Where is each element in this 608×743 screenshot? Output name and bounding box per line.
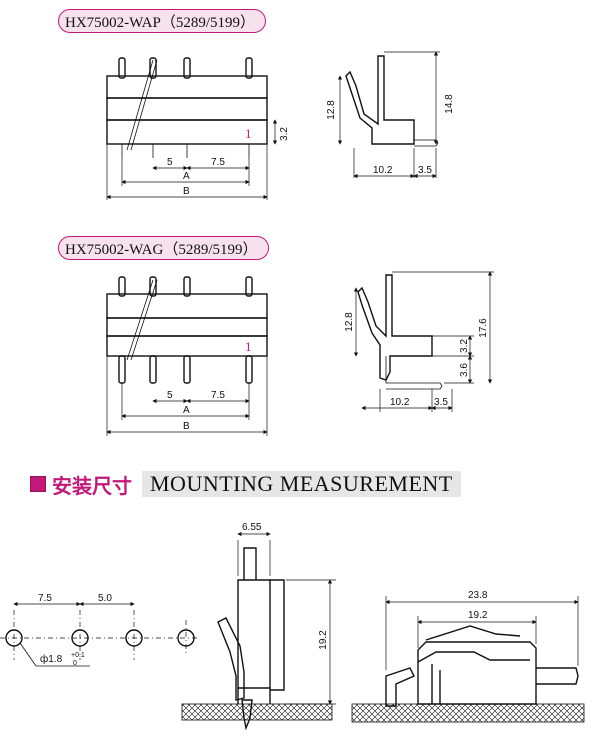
- section-title-en: MOUNTING MEASUREMENT: [142, 471, 461, 497]
- part1-front-top-rail: [106, 75, 268, 99]
- mount-hole: [177, 629, 195, 647]
- vertical-mount-view: 6.55 19.2: [181, 522, 336, 731]
- part2-side-view: 17.6 3.2 3.6 12.8 10.2 3.5: [344, 271, 494, 412]
- part2-pitch-7-5: 7.5: [211, 390, 225, 401]
- horizontal-mount-view: 23.8 19.2: [351, 590, 585, 723]
- hole-diameter: ф1.8: [40, 653, 63, 665]
- part1-side-w2: 3.5: [418, 165, 432, 176]
- part2-front-view: 1 5 7.5 A B: [106, 276, 268, 436]
- part2-side-h1: 12.8: [344, 312, 355, 332]
- part1-break-line: [126, 59, 158, 151]
- part2-dim-a: A: [183, 405, 190, 416]
- vertical-width: 6.55: [242, 522, 262, 533]
- mount-hole: [71, 629, 89, 647]
- part1-side-view: 14.8 12.8 10.2 3.5: [326, 51, 455, 179]
- vertical-height: 19.2: [318, 630, 329, 650]
- part1-dim-b: B: [183, 186, 190, 197]
- hole-pitch1: 7.5: [38, 593, 52, 604]
- part1-side-h2: 14.8: [444, 94, 455, 114]
- mount-hole: [5, 629, 23, 647]
- part1-height-3-2: 3.2: [279, 127, 290, 141]
- part2-side-h3: 3.2: [459, 339, 470, 353]
- part2-pin1-mark: 1: [245, 339, 252, 354]
- part1-side-w1: 10.2: [373, 165, 393, 176]
- part1-front-view: 1 5 7.5 A B 3.2: [106, 57, 290, 200]
- horizontal-w1: 23.8: [468, 590, 488, 601]
- part1-pin1-mark: 1: [245, 126, 252, 141]
- pcb-section: [181, 703, 333, 721]
- section-title-zh: 安装尺寸: [52, 473, 132, 498]
- part2-side-w1: 10.2: [390, 397, 410, 408]
- part2-pitch-5: 5: [167, 390, 173, 401]
- part1-pins: [118, 57, 253, 158]
- part2-title: HX75002-WAG（5289/5199）: [58, 236, 269, 260]
- part2-pins: [118, 276, 253, 384]
- part1-front-lower-rail: [106, 97, 268, 121]
- part1-pitch-7-5: 7.5: [211, 157, 225, 168]
- square-bullet-icon: [30, 476, 46, 492]
- part1-pitch-5: 5: [167, 157, 173, 168]
- section-heading: 安装尺寸 MOUNTING MEASUREMENT: [30, 470, 461, 498]
- hole-pitch2: 5.0: [98, 593, 112, 604]
- part2-side-h2: 17.6: [478, 318, 489, 338]
- hole-pattern: 7.5 5.0 ф1.8 +0.1 0: [0, 593, 200, 667]
- part2-side-w2: 3.5: [434, 397, 448, 408]
- hole-tol-minus: 0: [73, 660, 77, 667]
- part1-front-body: [106, 119, 268, 145]
- part2-dim-b: B: [183, 421, 190, 432]
- part1-dim-a: A: [183, 171, 190, 182]
- part1-title: HX75002-WAP（5289/5199）: [58, 9, 266, 33]
- part1-side-h1: 12.8: [326, 100, 337, 120]
- part2-side-h4: 3.6: [459, 363, 470, 377]
- mount-hole: [125, 629, 143, 647]
- horizontal-w2: 19.2: [468, 610, 488, 621]
- hole-tol-plus: +0.1: [71, 652, 85, 659]
